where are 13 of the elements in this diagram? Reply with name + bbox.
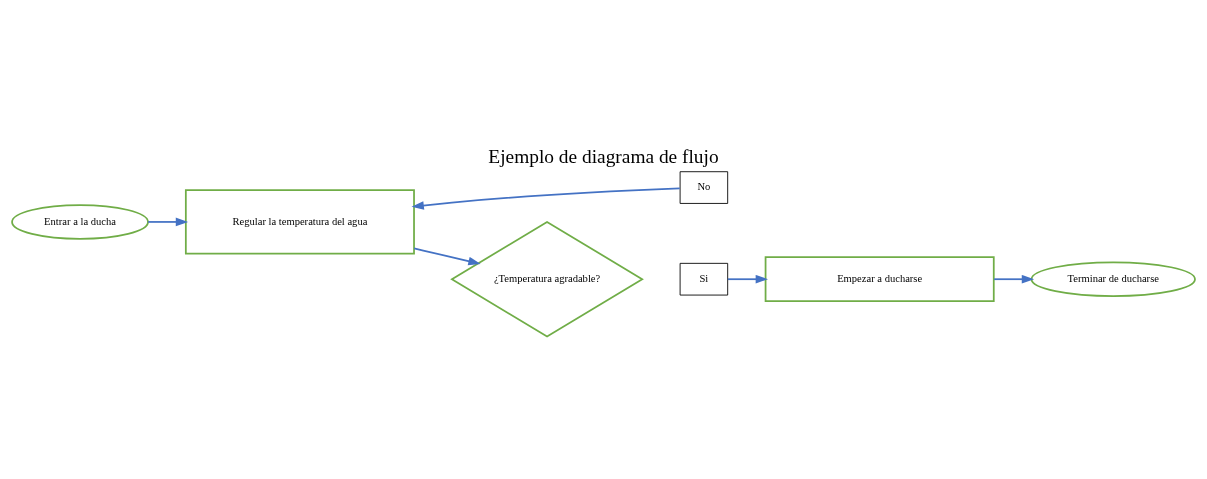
- node-ellipse: Terminar de ducharse: [1030, 260, 1196, 297]
- arrow: [147, 217, 189, 226]
- node-box: No: [679, 170, 729, 204]
- node-box: Empezar a ducharse: [764, 255, 995, 302]
- node-box: Regular la temperatura del agua: [184, 188, 415, 255]
- arrow: [727, 274, 768, 284]
- arrow: [993, 274, 1035, 284]
- node-diamond: ¿Temperatura agradable?: [450, 220, 644, 337]
- arrow: [413, 247, 481, 265]
- node-box: Si: [679, 262, 729, 295]
- node-ellipse: Entrar a la ducha: [11, 203, 149, 240]
- diagram-title: Ejemplo de diagrama de flujo: [488, 145, 719, 167]
- arrow: [411, 187, 681, 210]
